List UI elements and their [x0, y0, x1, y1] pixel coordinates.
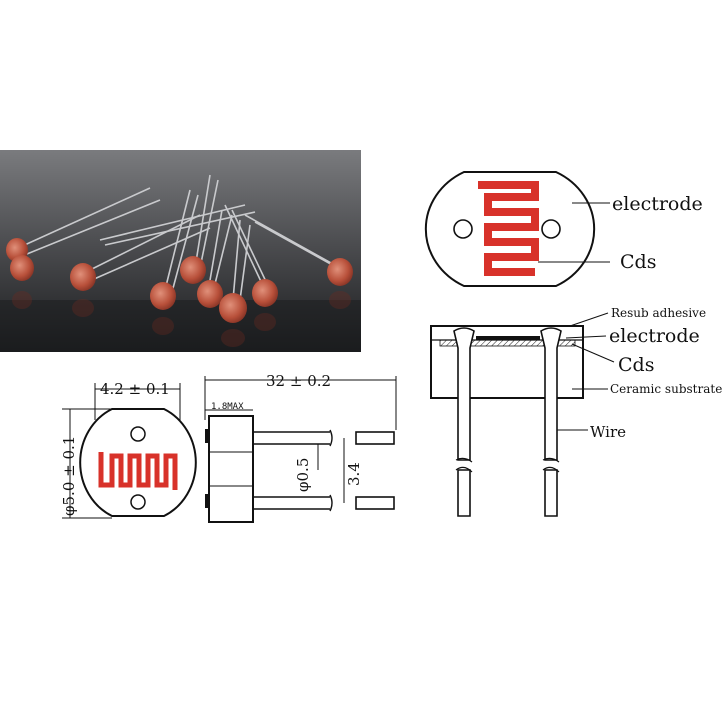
- dim-lead-diameter: φ0.5: [294, 458, 312, 492]
- side-view-body: [208, 415, 254, 523]
- dim-length: 32 ± 0.2: [266, 372, 331, 390]
- dim-lead-pitch: 3.4: [345, 462, 363, 486]
- top-view-hole-left: [453, 219, 473, 239]
- photo-ldr-bodies: [6, 238, 353, 323]
- lead-right-lower: [544, 469, 558, 517]
- photo-reflections: [12, 291, 351, 347]
- front-view-electrode: [98, 452, 178, 490]
- label-cross-cds: Cds: [618, 354, 654, 376]
- side-view: 32 ± 0.2 1.8MAX φ0.5 3.4: [204, 372, 397, 523]
- label-resub-adhesive: Resub adhesive: [611, 306, 706, 320]
- ceramic-substrate: [430, 325, 584, 399]
- dim-width: 4.2 ± 0.1: [100, 380, 170, 398]
- cross-section: Resub adhesive electrode Cds Ceramic sub…: [430, 306, 722, 517]
- label-top-electrode: electrode: [612, 193, 703, 215]
- lead-left-upper: [453, 327, 475, 461]
- label-cross-electrode: electrode: [609, 325, 700, 347]
- front-view-body: [79, 408, 197, 517]
- top-view-body: [424, 171, 596, 287]
- top-view-electrode: [478, 181, 539, 276]
- label-top-cds: Cds: [620, 251, 656, 273]
- top-view-hole-right: [541, 219, 561, 239]
- dim-diameter: φ5.0 ± 0.1: [60, 436, 78, 516]
- product-photo: [0, 150, 361, 352]
- lead-left-lower: [457, 469, 471, 517]
- dim-max-body: 1.8MAX: [211, 402, 244, 412]
- lead-right-upper: [540, 327, 562, 461]
- front-view: 4.2 ± 0.1 φ5.0 ± 0.1: [60, 380, 197, 519]
- top-view: electrode Cds: [424, 171, 703, 287]
- label-ceramic-substrate: Ceramic substrate: [610, 382, 722, 396]
- label-wire: Wire: [590, 423, 626, 441]
- photo-leads: [17, 174, 346, 301]
